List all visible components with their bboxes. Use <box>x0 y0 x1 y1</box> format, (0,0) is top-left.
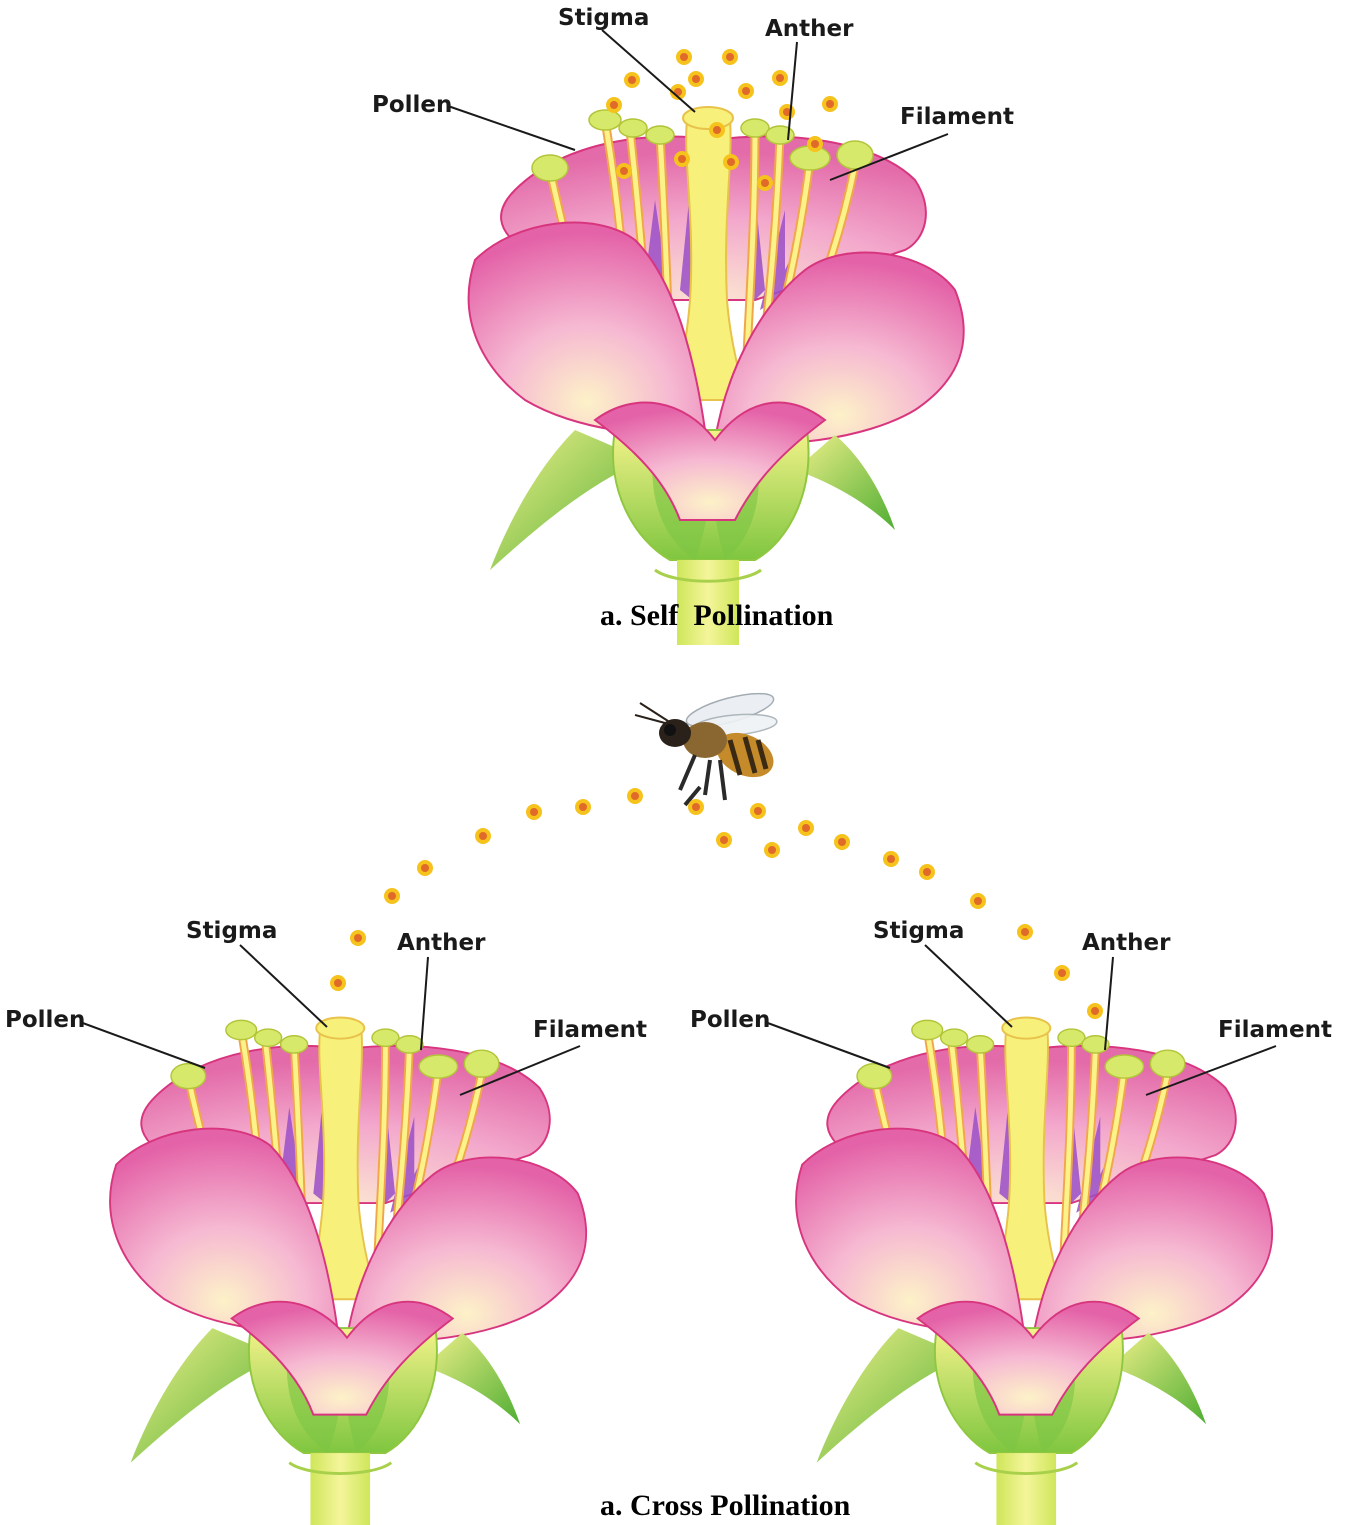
self-pollination-caption: a. Self Pollination <box>600 599 834 632</box>
bee-icon <box>634 692 778 807</box>
cross-pollination-caption: a. Cross Pollination <box>600 1489 851 1522</box>
right-filament-label: Filament <box>1218 1017 1332 1043</box>
self-labels: Stigma Anther Pollen Filament <box>372 5 1014 181</box>
left-filament-label: Filament <box>533 1017 647 1043</box>
right-stigma-label: Stigma <box>873 918 964 944</box>
left-pollen-label: Pollen <box>5 1007 85 1033</box>
cross-left-labels: Stigma Anther Pollen Filament <box>5 918 647 1096</box>
left-anther-label: Anther <box>397 930 486 956</box>
cross-left-flower <box>110 1018 586 1525</box>
cross-right-flower <box>796 1018 1272 1525</box>
stigma-label: Stigma <box>558 5 649 31</box>
filament-label: Filament <box>900 104 1014 130</box>
cross-right-labels: Stigma Anther Pollen Filament <box>690 918 1332 1096</box>
left-stigma-label: Stigma <box>186 918 277 944</box>
right-pollen-label: Pollen <box>690 1007 770 1033</box>
pollen-label: Pollen <box>372 92 452 118</box>
right-anther-label: Anther <box>1082 930 1171 956</box>
self-pollination-flower <box>469 107 964 645</box>
anther-label: Anther <box>765 16 854 42</box>
